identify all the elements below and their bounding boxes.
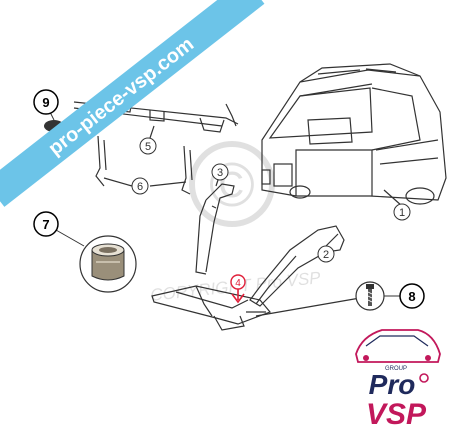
- car-outline-icon: [355, 329, 441, 363]
- callout-3-number: 3: [217, 167, 223, 179]
- callout-5-number: 5: [145, 141, 151, 153]
- callout-7-number: 7: [42, 217, 49, 232]
- callout-1: 1: [393, 203, 411, 221]
- website-banner-text: pro-piece-vsp.com: [44, 33, 198, 160]
- callout-2-number: 2: [323, 249, 329, 261]
- callout-8: 8: [399, 283, 425, 309]
- brackets: [95, 135, 193, 195]
- vehicle-body: [261, 63, 447, 207]
- callout-2: 2: [317, 245, 335, 263]
- floor-frame: [151, 285, 361, 331]
- callout-6: 6: [131, 177, 149, 195]
- callout-8-number: 8: [408, 289, 415, 304]
- pro-vsp-logo: GROUP Pro VSP: [355, 329, 441, 431]
- callout-4-number: 4: [235, 278, 241, 289]
- callout-9-number: 9: [42, 95, 49, 110]
- callout-3: 3: [211, 163, 229, 181]
- bolt-magnifier: [355, 281, 402, 311]
- callout-6-number: 6: [137, 181, 143, 193]
- callout-5: 5: [139, 137, 157, 155]
- callout-4-pointer: [231, 288, 245, 304]
- logo-tag: GROUP: [385, 366, 407, 372]
- logo-line1: Pro: [369, 369, 416, 400]
- callout-4: 4: [230, 274, 246, 290]
- logo-line2: VSP: [366, 398, 427, 431]
- pillar-trim: [249, 225, 345, 307]
- callout-7: 7: [33, 211, 59, 237]
- side-trim: [195, 179, 235, 275]
- callout-9: 9: [33, 89, 59, 115]
- callout-1-number: 1: [399, 207, 405, 219]
- bush-magnifier: [55, 229, 137, 293]
